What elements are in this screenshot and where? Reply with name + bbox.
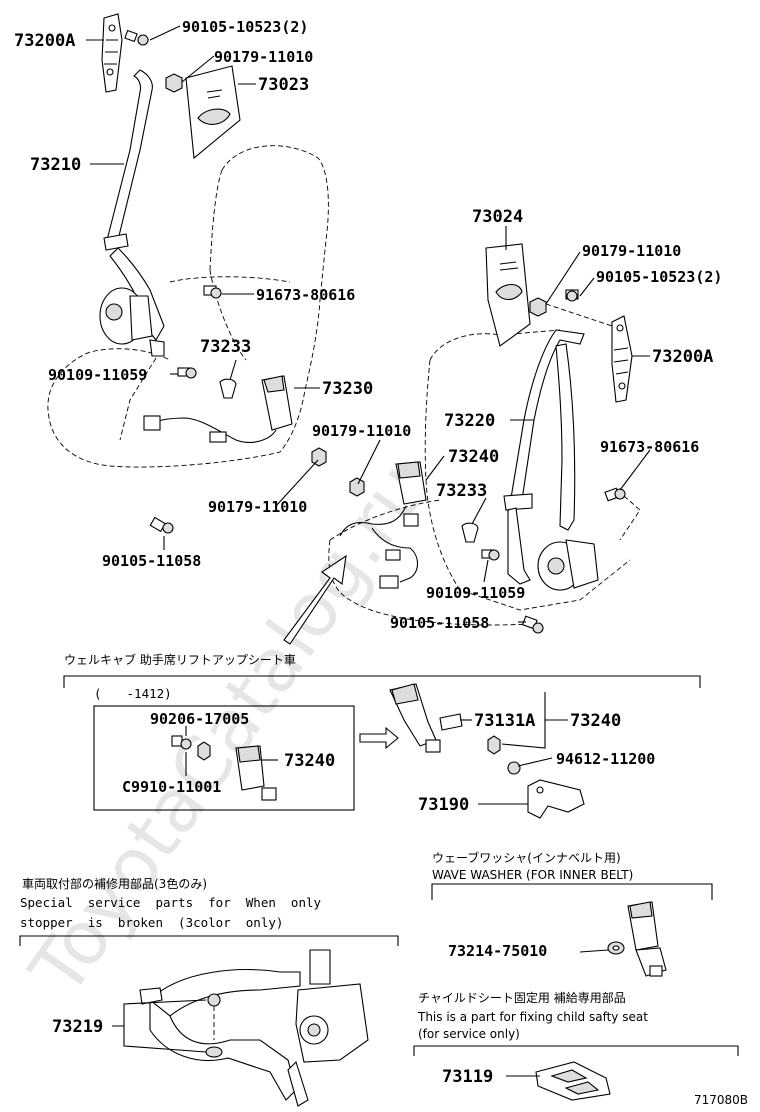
bolt-icon xyxy=(171,735,192,750)
leader-lines xyxy=(579,949,609,953)
right-seat-outline xyxy=(328,329,631,626)
bolt-icon xyxy=(481,549,500,561)
cover-73233-left xyxy=(219,378,237,399)
buckle-73240-welcab xyxy=(389,683,463,753)
part-label-94612-11200: 94612-11200 xyxy=(556,750,655,768)
bolt-icon xyxy=(604,487,626,502)
child-bracket xyxy=(413,1045,739,1056)
part-label-73200a-right: 73200A xyxy=(652,347,713,367)
part-label-90206-17005: 90206-17005 xyxy=(150,710,249,728)
part-label-73200a-left: 73200A xyxy=(14,31,75,51)
wave-washer-73214 xyxy=(607,941,625,955)
leader-lines xyxy=(185,692,568,805)
part-label-73220: 73220 xyxy=(444,411,495,431)
leader-lines xyxy=(86,25,651,623)
bolt-icon xyxy=(177,367,197,379)
part-label-90105-10523-right: 90105-10523(2) xyxy=(596,268,722,286)
washer-bracket xyxy=(431,883,713,900)
pillar-cover-73023 xyxy=(185,65,241,160)
washer-caption-en: WAVE WASHER (FOR INNER BELT) xyxy=(432,868,633,882)
bolt-icon xyxy=(149,516,174,534)
stopper-caption-en-2: stopper is broken (3color only) xyxy=(20,915,283,930)
arrow-icon xyxy=(359,726,399,750)
part-label-90109-11059-right: 90109-11059 xyxy=(426,584,525,602)
seat-belt-73220 xyxy=(503,329,599,591)
stopper-caption-jp: 車両取付部の補修用部品(3色のみ) xyxy=(22,876,207,891)
part-label-90105-11058-right: 90105-11058 xyxy=(390,614,489,632)
part-label-90179-11010-a: 90179-11010 xyxy=(214,48,313,66)
part-label-73131a: 73131A xyxy=(474,711,535,731)
part-label-c9910-11001: C9910-11001 xyxy=(122,778,221,796)
buckle-73240-box xyxy=(235,745,277,801)
part-label-73240-box: 73240 xyxy=(284,751,335,771)
part-label-90179-11010-c: 90179-11010 xyxy=(582,242,681,260)
part-label-90109-11059-left: 90109-11059 xyxy=(48,366,147,384)
pillar-cover-73024 xyxy=(485,243,531,347)
nut-icon xyxy=(349,477,365,497)
part-label-73023: 73023 xyxy=(258,75,309,95)
nut-icon xyxy=(487,735,501,755)
part-label-91673-80616-left: 91673-80616 xyxy=(256,286,355,304)
bracket-73190 xyxy=(527,779,585,819)
stopper-caption-en-1: Special service parts for When only xyxy=(20,895,321,910)
cover-73233-right xyxy=(461,522,479,543)
buckle-73230 xyxy=(143,375,293,443)
bolt-icon xyxy=(124,29,149,46)
inner-belt-buckle xyxy=(627,901,667,977)
part-label-73119: 73119 xyxy=(442,1067,493,1087)
bolt-icon xyxy=(521,615,544,634)
bolt-icon xyxy=(203,285,222,299)
stopper-belt-drawing xyxy=(139,949,369,1107)
washer-90206 xyxy=(197,741,211,761)
welcab-inner-box xyxy=(93,705,355,811)
part-label-90179-11010-b: 90179-11010 xyxy=(208,498,307,516)
welcab-date-range: ( -1412) xyxy=(94,686,172,701)
part-label-90105-11058-left: 90105-11058 xyxy=(102,552,201,570)
adjuster-anchor-left xyxy=(101,13,123,93)
leader-lines xyxy=(112,999,207,1053)
part-label-73230: 73230 xyxy=(322,379,373,399)
welcab-bracket xyxy=(63,675,701,688)
part-label-73214-75010: 73214-75010 xyxy=(448,942,547,960)
left-seat-outline xyxy=(47,145,329,468)
buckle-73240-main xyxy=(339,461,427,589)
part-label-90105-10523-left: 90105-10523(2) xyxy=(182,18,308,36)
part-label-73190: 73190 xyxy=(418,795,469,815)
part-label-73210: 73210 xyxy=(30,155,81,175)
nut-icon xyxy=(529,297,547,317)
part-label-90179-11010-d: 90179-11010 xyxy=(312,422,411,440)
part-label-73240-main: 73240 xyxy=(448,447,499,467)
washer-caption-jp: ウェーブワッシャ(インナベルト用) xyxy=(432,850,621,865)
part-label-73233-left: 73233 xyxy=(200,337,251,357)
arrow-icon xyxy=(283,554,347,645)
nut-icon xyxy=(311,447,327,467)
part-label-91673-80616-right: 91673-80616 xyxy=(600,438,699,456)
seat-belt-73210 xyxy=(99,69,165,357)
part-label-73219: 73219 xyxy=(52,1017,103,1037)
child-caption-jp: チャイルドシート固定用 補給専用部品 xyxy=(418,990,626,1005)
part-label-73024: 73024 xyxy=(472,207,523,227)
child-caption-en-1: This is a part for fixing child safty se… xyxy=(417,1010,648,1024)
part-label-73240-welcab: 73240 xyxy=(570,711,621,731)
washer-94612 xyxy=(507,761,521,775)
adjuster-anchor-right xyxy=(611,315,633,403)
bolt-icon xyxy=(565,289,579,302)
figure-id: 717080B xyxy=(694,1093,748,1107)
nut-icon xyxy=(165,73,183,93)
part-label-73233-right: 73233 xyxy=(436,481,487,501)
welcab-header: ウェルキャブ 助手席リフトアップシート車 xyxy=(64,652,296,667)
child-caption-en-2: (for service only) xyxy=(418,1027,520,1041)
child-seat-anchor-73119 xyxy=(535,1061,611,1101)
stopper-bracket xyxy=(19,935,399,946)
